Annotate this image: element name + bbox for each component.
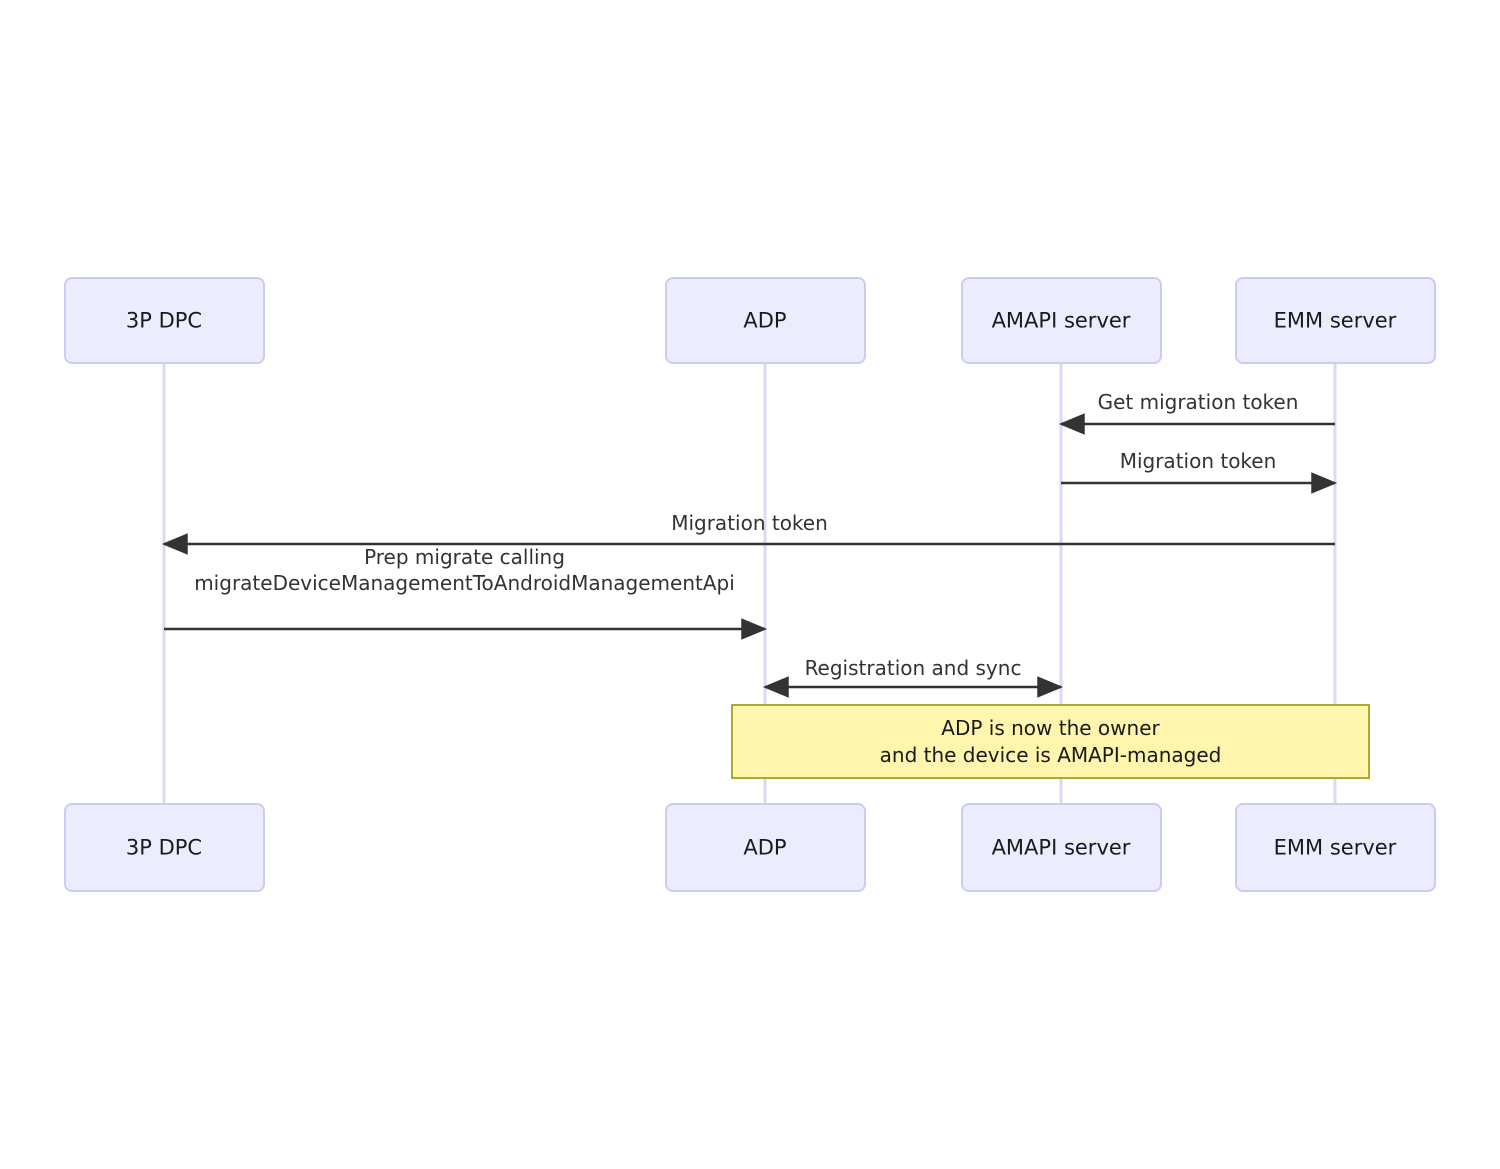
participant-emm-bottom[interactable]: EMM server (1235, 803, 1436, 892)
participant-emm-top[interactable]: EMM server (1235, 277, 1436, 364)
participant-box-adp[interactable] (665, 803, 866, 892)
participant-adp-bottom[interactable]: ADP (665, 803, 866, 892)
message-m5: Registration and sync (762, 656, 1064, 698)
bottom-participants-group: 3P DPC ADP AMAPI server EMM server (64, 803, 1436, 892)
participant-amapi-top[interactable]: AMAPI server (961, 277, 1162, 364)
participant-label-emm: EMM server (1274, 836, 1397, 860)
message-m3: Migration token (161, 511, 1335, 555)
message-label-m4: Prep migrate calling (364, 545, 565, 569)
note-box-n1 (731, 704, 1370, 779)
participant-adp-top[interactable]: ADP (665, 277, 866, 364)
participant-dpc-bottom[interactable]: 3P DPC (64, 803, 265, 892)
participant-box-adp[interactable] (665, 277, 866, 364)
notes-group: ADP is now the owner and the device is AM… (731, 704, 1370, 779)
participant-amapi-bottom[interactable]: AMAPI server (961, 803, 1162, 892)
message-label-m5: Registration and sync (805, 656, 1022, 680)
participant-box-dpc[interactable] (64, 277, 265, 364)
message-m1: Get migration token (1058, 390, 1335, 435)
participant-label-amapi: AMAPI server (992, 309, 1131, 333)
participant-box-dpc[interactable] (64, 803, 265, 892)
message-label-m3: Migration token (671, 511, 828, 535)
participant-label-adp: ADP (743, 309, 786, 333)
note-label-n1: ADP is now the owner (941, 716, 1160, 740)
message-label-m1: Get migration token (1098, 390, 1299, 414)
message-label-m4: migrateDeviceManagementToAndroidManageme… (194, 571, 735, 595)
participant-label-adp: ADP (743, 836, 786, 860)
participant-label-dpc: 3P DPC (126, 836, 202, 860)
message-m4: Prep migrate callingmigrateDeviceManagem… (164, 545, 768, 640)
message-m2: Migration token (1061, 449, 1338, 494)
note-n1: ADP is now the owner and the device is AM… (731, 704, 1370, 779)
message-label-m2: Migration token (1120, 449, 1277, 473)
participant-box-amapi[interactable] (961, 277, 1162, 364)
participant-dpc-top[interactable]: 3P DPC (64, 277, 265, 364)
participant-box-emm[interactable] (1235, 277, 1436, 364)
participant-label-emm: EMM server (1274, 309, 1397, 333)
participant-box-emm[interactable] (1235, 803, 1436, 892)
note-label-n1: and the device is AMAPI-managed (880, 743, 1222, 767)
top-participants-group: 3P DPC ADP AMAPI server EMM server (64, 277, 1436, 364)
participant-label-dpc: 3P DPC (126, 309, 202, 333)
participant-label-amapi: AMAPI server (992, 836, 1131, 860)
participant-box-amapi[interactable] (961, 803, 1162, 892)
